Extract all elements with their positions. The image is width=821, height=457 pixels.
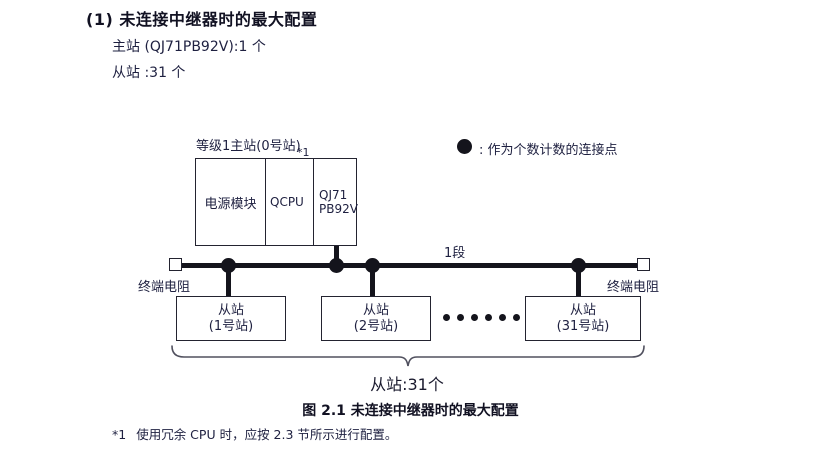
slave-range-label: 从站:31个 [370,375,444,394]
master-drop-line [334,246,339,266]
section-heading: (1) 未连接中继器时的最大配置 [86,10,318,29]
network-module-label-line1: QJ71 [319,188,348,202]
slave-station-label: 从站 [362,302,389,318]
filled-circle-icon [457,139,472,154]
slave-station-number: (2号站) [353,318,399,334]
slave-drop-line [370,266,375,296]
ellipsis-dots-icon [443,314,520,321]
slave-station-number: (31号站) [556,318,610,334]
legend-label: : 作为个数计数的连接点 [479,143,618,158]
power-module-label: 电源模块 [204,196,257,212]
slave-station-number: (1号站) [208,318,254,334]
connection-point-dot [365,258,380,273]
slave-station-label: 从站 [569,302,596,318]
power-module-cell: 电源模块 [196,159,266,245]
network-module-cell: QJ71 PB92V [314,159,358,245]
network-module-label: QJ71 PB92V [319,188,358,216]
slave-station-label: 从站 [217,302,244,318]
cpu-footnote-mark: *1 [297,146,310,159]
network-bus-line [172,263,644,268]
terminator-left-icon [169,258,182,271]
connection-point-dot [329,258,344,273]
segment-label: 1段 [444,246,466,261]
cpu-module-cell: QCPU *1 [266,146,314,245]
connection-point-dot [221,258,236,273]
slave-station-box: 从站 (31号站) [525,296,641,341]
slave-station-count-line: 从站 :31 个 [112,65,186,81]
connection-point-dot [571,258,586,273]
slave-drop-line [576,266,581,296]
slave-drop-line [226,266,231,296]
master-station-caption: 等级1主站(0号站) [196,139,301,154]
slave-range-brace [168,345,646,371]
slave-station-box: 从站 (1号站) [176,296,286,341]
terminator-left-label: 终端电阻 [138,280,191,295]
footnote-mark: *1 [112,427,127,442]
network-module-label-line2: PB92V [319,202,358,216]
master-station-box: 电源模块 QCPU *1 QJ71 PB92V [195,146,358,246]
footnote-text: 使用冗余 CPU 时，应按 2.3 节所示进行配置。 [136,427,398,442]
terminator-right-icon [637,258,650,271]
footnote: *1 使用冗余 CPU 时，应按 2.3 节所示进行配置。 [112,424,397,443]
figure-caption: 图 2.1 未连接中继器时的最大配置 [302,403,519,419]
cpu-module-label: QCPU [270,195,304,209]
master-station-count-line: 主站 (QJ71PB92V):1 个 [112,39,266,55]
brace-label-wrap: 从站:31个 [172,371,642,395]
slave-station-box: 从站 (2号站) [321,296,431,341]
terminator-right-label: 终端电阻 [607,280,660,295]
